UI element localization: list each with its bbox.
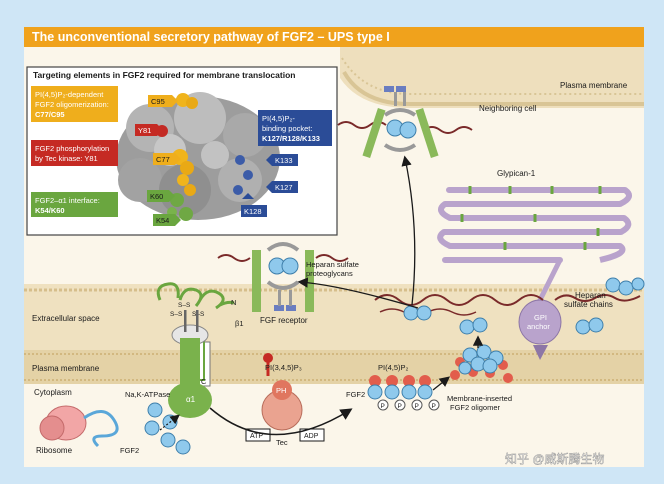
oligomer-label-1: Membrane-inserted bbox=[447, 394, 512, 403]
plasma-membrane-label: Plasma membrane bbox=[32, 364, 100, 373]
fgf2-nascent-chain bbox=[83, 410, 119, 448]
svg-text:S–S: S–S bbox=[170, 311, 183, 318]
cytoplasm-region bbox=[24, 384, 644, 467]
cytoplasm-label: Cytoplasm bbox=[34, 388, 72, 397]
to-neighbor-arrow bbox=[401, 155, 416, 306]
svg-text:FGF2 phosphorylation: FGF2 phosphorylation bbox=[35, 144, 109, 153]
n-terminus-label: N bbox=[231, 298, 236, 307]
residue-tag-k128: K128 bbox=[241, 193, 267, 217]
phosphorylation-arrow bbox=[209, 407, 353, 436]
plasma-membrane-bilayer bbox=[24, 284, 644, 384]
to-receptor-arrow bbox=[297, 277, 419, 309]
fgf2-cytoplasmic bbox=[144, 402, 191, 455]
svg-text:K54/K60: K54/K60 bbox=[35, 206, 65, 215]
pi345-label: PI(3,4,5)P₃ bbox=[265, 363, 302, 372]
tec-kinase bbox=[261, 353, 303, 431]
residue-tag-c95: C95 bbox=[148, 95, 178, 107]
na-k-atpase-label: Na,K-ATPase bbox=[125, 390, 170, 399]
diagram-title: The unconventional secretory pathway of … bbox=[24, 27, 644, 47]
neighboring-cell-membrane bbox=[24, 47, 644, 108]
residue-tag-c77: C77 bbox=[153, 153, 181, 165]
neighboring-cell-label: Neighboring cell bbox=[479, 104, 537, 113]
svg-text:P: P bbox=[398, 403, 402, 410]
alpha1-label: α1 bbox=[186, 395, 196, 404]
adp-label: ADP bbox=[304, 433, 319, 440]
oligomer-label-2: FGF2 oligomer bbox=[450, 403, 501, 412]
hspg-label-2: proteoglycans bbox=[306, 269, 353, 278]
svg-text:K128: K128 bbox=[244, 207, 262, 216]
residue-tag-k133: K133 bbox=[266, 154, 298, 166]
extracellular-label: Extracellular space bbox=[32, 314, 100, 323]
watermark: 知乎 @威斯腾生物 bbox=[505, 451, 605, 466]
na-k-atpase: S–S S–S S–S bbox=[156, 282, 235, 418]
gpi-label-2: anchor bbox=[527, 322, 550, 331]
fgf2-cyto-label: FGF2 bbox=[120, 446, 139, 455]
ph-label: PH bbox=[276, 386, 286, 395]
oligomerization-arrow bbox=[432, 376, 451, 391]
svg-text:PI(4,5)P₂-: PI(4,5)P₂- bbox=[262, 114, 295, 123]
svg-text:K127: K127 bbox=[275, 183, 293, 192]
hspg-chain bbox=[374, 294, 544, 306]
fgf2-on-hspg bbox=[403, 305, 419, 321]
svg-text:by Tec kinase: Y81: by Tec kinase: Y81 bbox=[35, 154, 98, 163]
alpha1-interface-box: FGF2–α1 interface: K54/K60 bbox=[31, 192, 118, 217]
pi45-label: PI(4,5)P₂ bbox=[378, 363, 409, 372]
hs-chains-label-1: Heparan bbox=[575, 291, 606, 300]
svg-text:PI(4,5)P₂-dependent: PI(4,5)P₂-dependent bbox=[35, 90, 104, 99]
plasma-membrane-top-label: Plasma membrane bbox=[560, 81, 628, 90]
svg-text:Y81: Y81 bbox=[138, 126, 151, 135]
fgf2-phosphorylated bbox=[367, 375, 433, 400]
svg-text:FGF2–α1 interface:: FGF2–α1 interface: bbox=[35, 196, 100, 205]
heparan-sulfate-chains bbox=[554, 277, 645, 335]
inset-panel: Targeting elements in FGF2 required for … bbox=[26, 66, 338, 236]
residue-tag-k54: K54 bbox=[153, 214, 181, 226]
svg-text:P: P bbox=[415, 403, 419, 410]
svg-text:P: P bbox=[432, 403, 436, 410]
fgf-receptor-label: FGF receptor bbox=[260, 316, 308, 325]
oligomerization-box: PI(4,5)P₂-dependent FGF2 oligomerization… bbox=[31, 86, 118, 122]
hs-chains-label-2: sulfate chains bbox=[564, 300, 613, 309]
glypican-1 bbox=[437, 186, 632, 360]
svg-text:C77: C77 bbox=[156, 155, 170, 164]
svg-text:C95: C95 bbox=[151, 97, 165, 106]
atp-label: ATP bbox=[250, 433, 263, 440]
ribosome bbox=[39, 405, 87, 441]
residue-tag-k60: K60 bbox=[147, 190, 175, 202]
pip2-binding-pocket-box: PI(4,5)P₂- binding pocket: K127/R128/K13… bbox=[258, 110, 332, 146]
svg-text:binding pocket:: binding pocket: bbox=[262, 124, 312, 133]
residue-tag-y81: Y81 bbox=[135, 124, 163, 136]
fgf-receptor bbox=[217, 242, 349, 312]
fgf2-pi-label: FGF2 bbox=[346, 390, 365, 399]
tec-label: Tec bbox=[276, 438, 288, 447]
svg-text:K127/R128/K133: K127/R128/K133 bbox=[262, 134, 320, 143]
gpi-label-1: GPI bbox=[534, 313, 547, 322]
phosphate-groups: P P P P bbox=[377, 399, 440, 411]
svg-text:C77/C95: C77/C95 bbox=[35, 110, 65, 119]
hspg-label-1: Heparan sulfate bbox=[306, 260, 359, 269]
svg-text:S–S: S–S bbox=[178, 302, 191, 309]
svg-text:K60: K60 bbox=[150, 192, 163, 201]
fgf2-oligomer bbox=[450, 344, 513, 383]
residue-tag-k127: K127 bbox=[266, 181, 298, 193]
svg-text:K54: K54 bbox=[156, 216, 169, 225]
c-terminus-label: C bbox=[201, 377, 207, 386]
inset-title: Targeting elements in FGF2 required for … bbox=[33, 70, 295, 80]
svg-text:FGF2 oligomerization:: FGF2 oligomerization: bbox=[35, 100, 109, 109]
phosphorylation-box: FGF2 phosphorylation by Tec kinase: Y81 bbox=[31, 140, 118, 166]
glypican-label: Glypican-1 bbox=[497, 169, 536, 178]
beta1-label: β1 bbox=[235, 319, 244, 328]
ribosome-label: Ribosome bbox=[36, 446, 73, 455]
svg-text:P: P bbox=[381, 403, 385, 410]
svg-text:K133: K133 bbox=[275, 156, 293, 165]
neighbor-fgf-receptor bbox=[337, 86, 473, 159]
